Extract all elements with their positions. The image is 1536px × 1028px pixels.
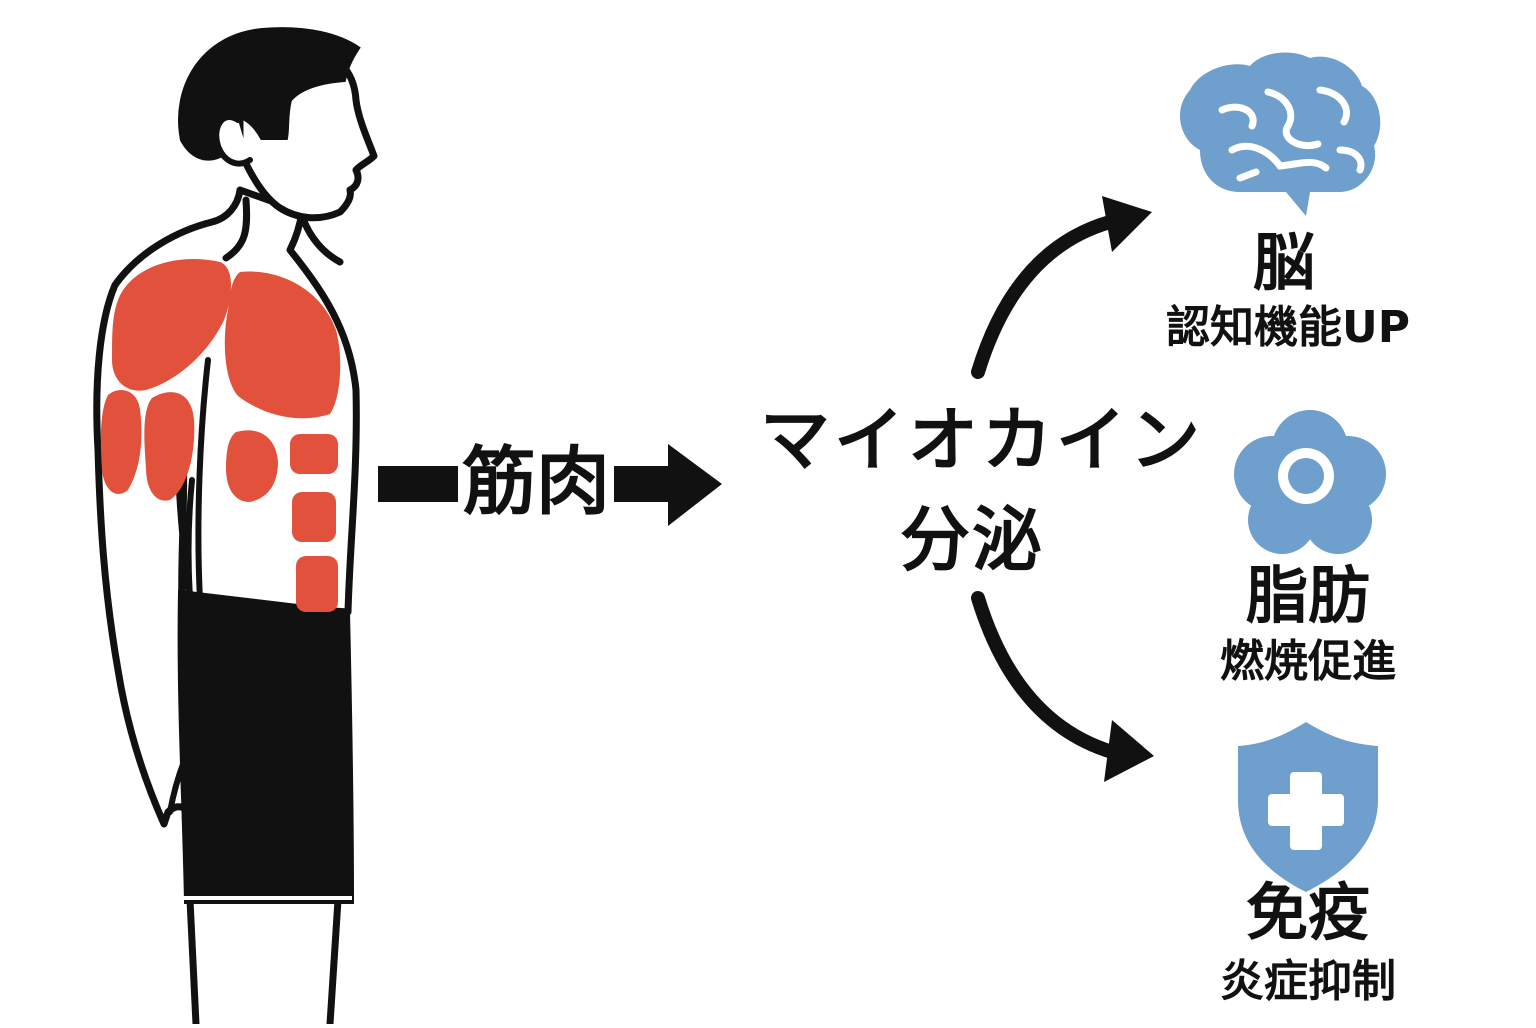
forearm-muscle: [144, 392, 195, 501]
shield-cross-icon: [1238, 722, 1378, 892]
immune-title: 免疫: [1245, 876, 1370, 949]
human-figure: [93, 27, 378, 1028]
legs: [186, 896, 342, 1028]
myokine-label: マイオカイン: [760, 399, 1204, 481]
bicep-muscle: [100, 390, 142, 494]
brain-subtitle: 認知機能UP: [1166, 302, 1410, 353]
shorts: [177, 589, 355, 904]
ab-muscle-1: [290, 434, 338, 474]
muscle-label: 筋肉: [458, 445, 614, 519]
curved-arrow-down: [971, 591, 1154, 782]
secretion-label: 分泌: [900, 499, 1044, 581]
brain-icon: [1179, 52, 1381, 216]
brain-title: 脳: [1252, 226, 1315, 299]
curved-arrow-up: [971, 196, 1152, 379]
ab-muscle-2: [292, 492, 336, 542]
deltoid-muscle: [112, 259, 231, 391]
chest-muscle: [224, 271, 341, 419]
fat-cell-icon: [1234, 410, 1386, 554]
ab-muscle-3: [296, 556, 338, 612]
immune-subtitle: 炎症抑制: [1220, 956, 1396, 1007]
fat-subtitle: 燃焼促進: [1220, 636, 1396, 687]
fat-title: 脂肪: [1245, 559, 1370, 632]
oblique-muscle: [226, 430, 278, 502]
muscle-group: [100, 259, 341, 612]
ear: [213, 114, 253, 167]
